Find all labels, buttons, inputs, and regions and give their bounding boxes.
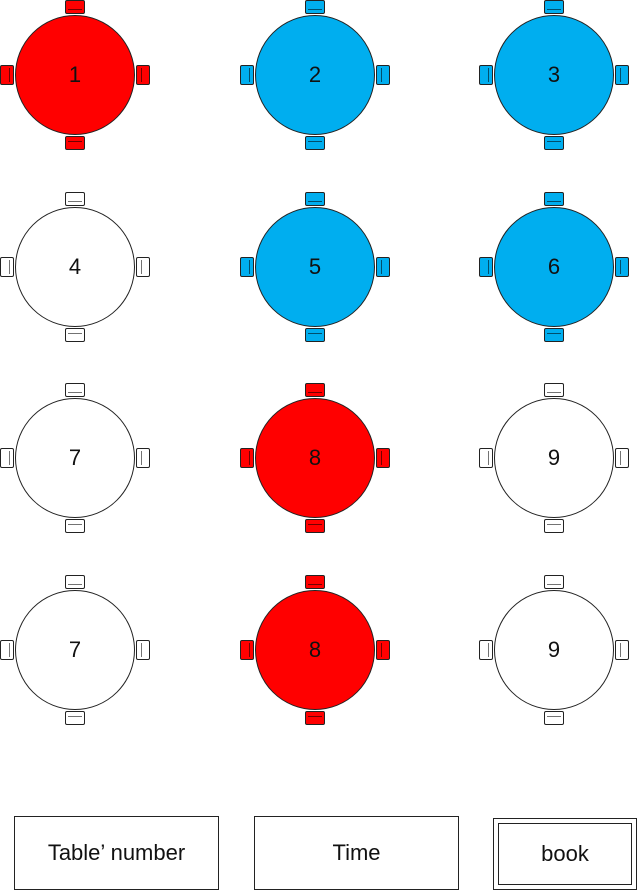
chair-right <box>136 65 150 85</box>
table-8-second[interactable]: 8 <box>240 575 390 725</box>
chair-left <box>0 640 14 660</box>
book-button-label: book <box>541 841 589 866</box>
table-top: 7 <box>15 398 135 518</box>
book-button[interactable]: book <box>493 818 637 890</box>
chair-bottom <box>65 328 85 342</box>
chair-right <box>376 640 390 660</box>
table-number: 2 <box>308 62 322 87</box>
chair-right <box>615 257 629 277</box>
table-9[interactable]: 9 <box>479 383 629 533</box>
table-number: 8 <box>308 445 322 470</box>
chair-right <box>615 65 629 85</box>
chair-left <box>0 448 14 468</box>
chair-left <box>0 257 14 277</box>
chair-bottom <box>305 711 325 725</box>
book-button-bevel <box>498 823 632 885</box>
table-1[interactable]: 1 <box>0 0 150 150</box>
chair-top <box>544 575 564 589</box>
chair-bottom <box>544 328 564 342</box>
table-2[interactable]: 2 <box>240 0 390 150</box>
table-top: 4 <box>15 207 135 327</box>
chair-bottom <box>305 519 325 533</box>
table-number: 4 <box>68 254 82 279</box>
chair-bottom <box>65 519 85 533</box>
table-number-field-label: Table’ number <box>47 840 186 865</box>
chair-top <box>65 575 85 589</box>
table-6[interactable]: 6 <box>479 192 629 342</box>
table-8[interactable]: 8 <box>240 383 390 533</box>
table-top: 9 <box>494 398 614 518</box>
table-number: 5 <box>308 254 322 279</box>
chair-left <box>479 640 493 660</box>
table-top: 8 <box>255 398 375 518</box>
chair-left <box>479 257 493 277</box>
chair-bottom <box>65 136 85 150</box>
table-top: 1 <box>15 15 135 135</box>
chair-bottom <box>544 711 564 725</box>
table-number: 1 <box>68 62 82 87</box>
chair-bottom <box>305 328 325 342</box>
table-number: 7 <box>68 637 82 662</box>
chair-right <box>136 257 150 277</box>
chair-top <box>544 0 564 14</box>
chair-top <box>544 383 564 397</box>
time-field[interactable]: Time <box>254 816 459 890</box>
chair-top <box>65 383 85 397</box>
table-top: 9 <box>494 590 614 710</box>
chair-top <box>65 192 85 206</box>
chair-bottom <box>65 711 85 725</box>
chair-bottom <box>305 136 325 150</box>
chair-right <box>136 448 150 468</box>
table-top: 3 <box>494 15 614 135</box>
chair-left <box>479 448 493 468</box>
table-number: 6 <box>547 254 561 279</box>
chair-bottom <box>544 136 564 150</box>
table-top: 2 <box>255 15 375 135</box>
table-4[interactable]: 4 <box>0 192 150 342</box>
chair-top <box>544 192 564 206</box>
table-number: 9 <box>547 637 561 662</box>
chair-left <box>240 257 254 277</box>
chair-right <box>615 448 629 468</box>
chair-top <box>65 0 85 14</box>
table-number: 8 <box>308 637 322 662</box>
table-number: 7 <box>68 445 82 470</box>
chair-left <box>479 65 493 85</box>
chair-top <box>305 192 325 206</box>
table-7[interactable]: 7 <box>0 383 150 533</box>
chair-right <box>615 640 629 660</box>
chair-left <box>240 640 254 660</box>
chair-right <box>376 448 390 468</box>
chair-top <box>305 0 325 14</box>
table-7-second[interactable]: 7 <box>0 575 150 725</box>
chair-top <box>305 575 325 589</box>
chair-bottom <box>544 519 564 533</box>
table-top: 6 <box>494 207 614 327</box>
chair-top <box>305 383 325 397</box>
table-number: 3 <box>547 62 561 87</box>
table-5[interactable]: 5 <box>240 192 390 342</box>
table-9-second[interactable]: 9 <box>479 575 629 725</box>
chair-left <box>240 448 254 468</box>
chair-right <box>376 257 390 277</box>
table-top: 5 <box>255 207 375 327</box>
table-3[interactable]: 3 <box>479 0 629 150</box>
table-number-field[interactable]: Table’ number <box>14 816 219 890</box>
time-field-label: Time <box>332 840 381 865</box>
chair-right <box>376 65 390 85</box>
table-number: 9 <box>547 445 561 470</box>
chair-right <box>136 640 150 660</box>
table-top: 7 <box>15 590 135 710</box>
table-top: 8 <box>255 590 375 710</box>
chair-left <box>240 65 254 85</box>
chair-left <box>0 65 14 85</box>
